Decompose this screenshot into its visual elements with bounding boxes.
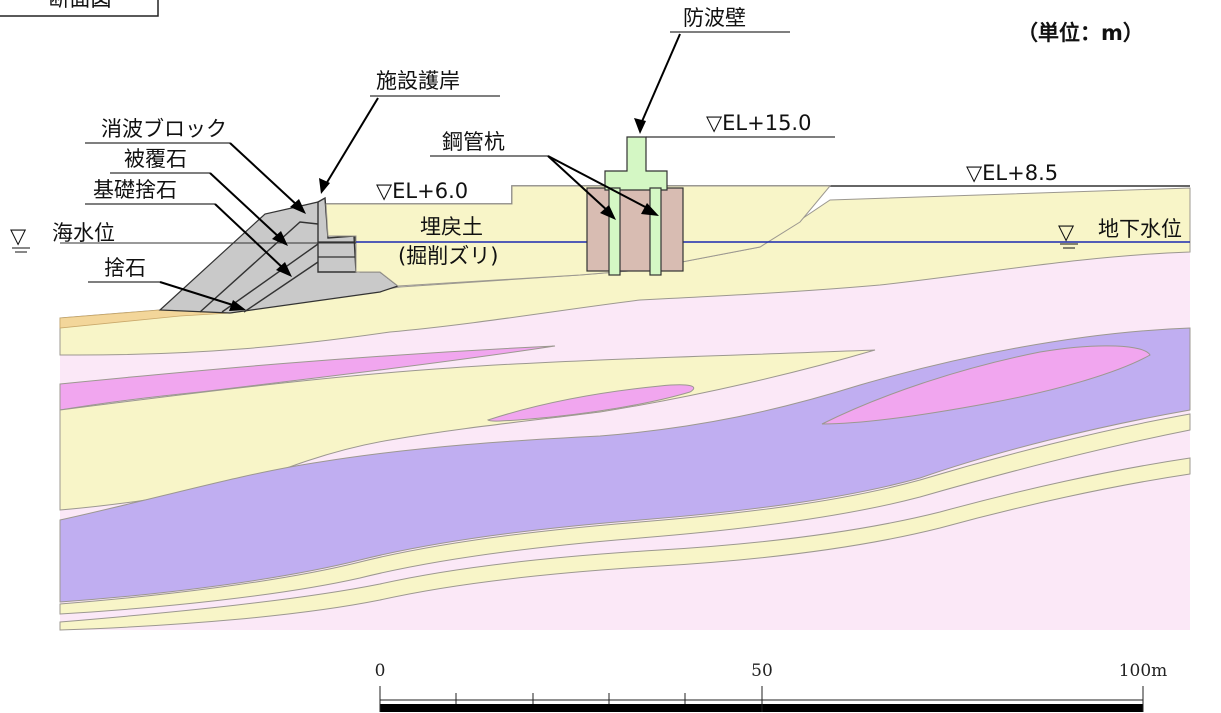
arrow-wave-wall-shaft bbox=[639, 33, 681, 127]
foundation-block bbox=[586, 187, 684, 272]
label-groundwater: 地下水位 bbox=[1098, 217, 1182, 241]
label-wave-wall: 防波壁 bbox=[683, 6, 746, 30]
label-foundation-rubble: 基礎捨石 bbox=[93, 178, 177, 202]
arrow-rubble-head bbox=[229, 300, 246, 311]
armor-layer-line-1 bbox=[199, 221, 319, 313]
label-wave-block: 消波ブロック bbox=[101, 117, 227, 141]
arrow-steel-pile-left-head bbox=[600, 205, 616, 220]
sea-level-symbol: ▽ bbox=[10, 224, 27, 248]
label-seawall: 施設護岸 bbox=[376, 69, 460, 93]
layer-sand-lower-1 bbox=[59, 413, 1191, 615]
arrow-seawall-head bbox=[319, 178, 330, 194]
arrow-wave-wall-head bbox=[634, 118, 646, 134]
arrow-rubble-shaft bbox=[159, 281, 237, 307]
lens-magenta-middle bbox=[487, 384, 695, 422]
backfill-surface bbox=[325, 185, 832, 287]
label-el8-5: ▽EL+8.5 bbox=[966, 161, 1058, 185]
arrow-steel-pile-right-head bbox=[641, 203, 659, 216]
armor-layer-line-3 bbox=[243, 261, 319, 313]
lens-magenta-left bbox=[59, 345, 556, 411]
scale-tick-100: 100m bbox=[1119, 661, 1168, 681]
arrow-wave-block-head bbox=[290, 199, 306, 214]
title-box-text: 断面図 bbox=[49, 0, 112, 11]
arrow-steel-pile-right-shaft bbox=[547, 155, 652, 211]
wave-wall-body bbox=[604, 136, 668, 191]
arrow-foundation-rubble-shaft bbox=[214, 203, 285, 270]
lens-magenta-right bbox=[821, 345, 1151, 425]
label-steel-pile: 鋼管杭 bbox=[442, 130, 505, 154]
label-armor-stone: 被覆石 bbox=[124, 147, 187, 171]
arrow-armor-stone-head bbox=[272, 231, 288, 246]
layer-surface-orange bbox=[59, 309, 231, 329]
arrow-seawall-shaft bbox=[325, 97, 379, 185]
arrow-steel-pile-left-shaft bbox=[547, 155, 610, 213]
arrow-wave-block-shaft bbox=[229, 142, 299, 207]
label-sea-level: 海水位 bbox=[52, 221, 115, 245]
label-rubble: 捨石 bbox=[104, 256, 146, 280]
arrow-foundation-rubble-head bbox=[276, 262, 292, 277]
ground-layers bbox=[59, 187, 1191, 631]
label-backfill: 埋戻土 bbox=[420, 215, 483, 239]
groundwater-symbol: ▽ bbox=[1058, 220, 1075, 244]
wave-wall bbox=[586, 136, 684, 276]
scale-tick-0: 0 bbox=[375, 661, 386, 681]
arrow-armor-stone-shaft bbox=[209, 172, 281, 239]
unit-note: （単位：m） bbox=[1017, 21, 1144, 45]
steel-pile-left bbox=[608, 187, 621, 276]
steel-pile-right bbox=[649, 187, 662, 276]
label-backfill-note: (掘削ズリ) bbox=[398, 244, 498, 268]
scale-tick-50: 50 bbox=[751, 661, 773, 681]
label-el6: ▽EL+6.0 bbox=[376, 179, 468, 203]
label-el15: ▽EL+15.0 bbox=[706, 111, 811, 135]
armor-layer-line-2 bbox=[221, 243, 319, 313]
scale-bar: 0 50 100m bbox=[375, 661, 1168, 712]
layer-sand-lower-2 bbox=[59, 457, 1191, 631]
title-box: 断面図 bbox=[0, 0, 159, 17]
